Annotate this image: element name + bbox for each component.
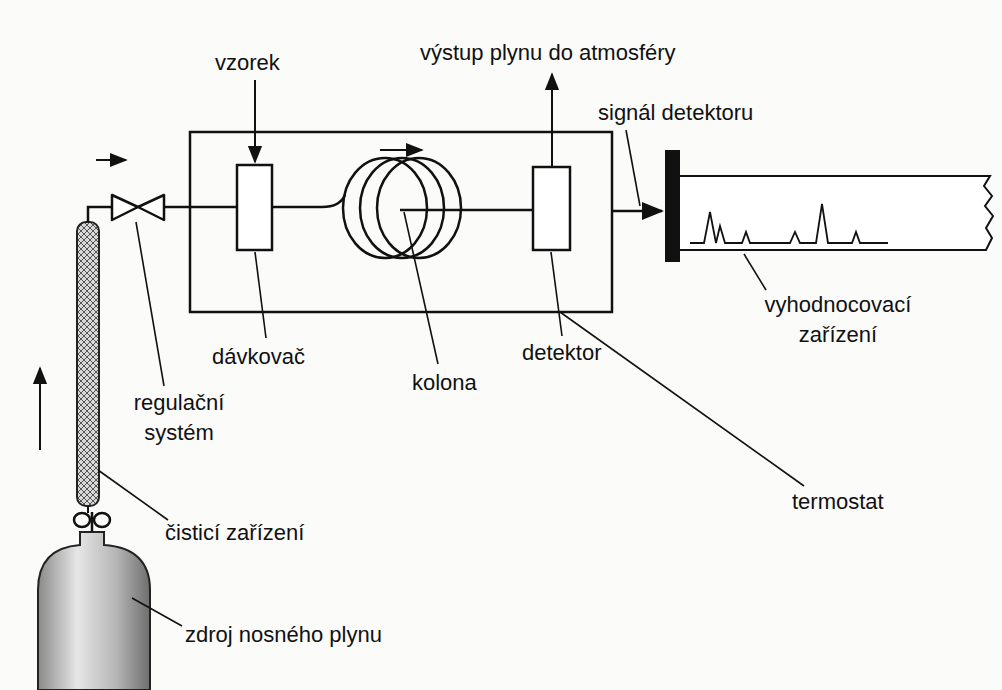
detector-box	[533, 167, 570, 250]
recorder-paper	[680, 176, 993, 250]
part-label: dávkovač	[212, 342, 305, 372]
part-label: čisticí zařízení	[165, 518, 304, 548]
cylinder-valve	[74, 512, 110, 532]
pipe	[400, 209, 533, 212]
part-label: termostat	[792, 487, 884, 517]
injector-box	[237, 165, 272, 250]
pipe	[87, 506, 89, 513]
part-label: regulační systém	[118, 388, 240, 447]
flow-arrow	[96, 159, 126, 161]
chromatogram	[690, 204, 888, 243]
part-label: vzorek	[215, 48, 280, 78]
flow-arrow	[380, 149, 422, 151]
thermostat-box	[190, 132, 612, 312]
leader-lines	[98, 130, 804, 626]
regulating-valve	[112, 195, 164, 220]
part-label: zdroj nosného plynu	[185, 620, 382, 650]
signal-arrow	[612, 210, 662, 213]
part-label: signál detektoru	[598, 98, 753, 128]
recorder-bar	[665, 150, 680, 262]
gas-cylinder	[38, 532, 150, 690]
exhaust-arrow	[551, 74, 553, 166]
pipe	[272, 195, 345, 207]
part-label: kolona	[412, 368, 477, 398]
flow-arrow	[39, 368, 41, 450]
column-coil	[343, 158, 461, 258]
part-label: vyhodnocovací zařízení	[748, 290, 928, 349]
purifier-tube	[77, 222, 99, 506]
part-label: detektor	[522, 338, 602, 368]
part-label: výstup plynu do atmosféry	[420, 38, 676, 68]
sample-arrow	[254, 80, 256, 162]
